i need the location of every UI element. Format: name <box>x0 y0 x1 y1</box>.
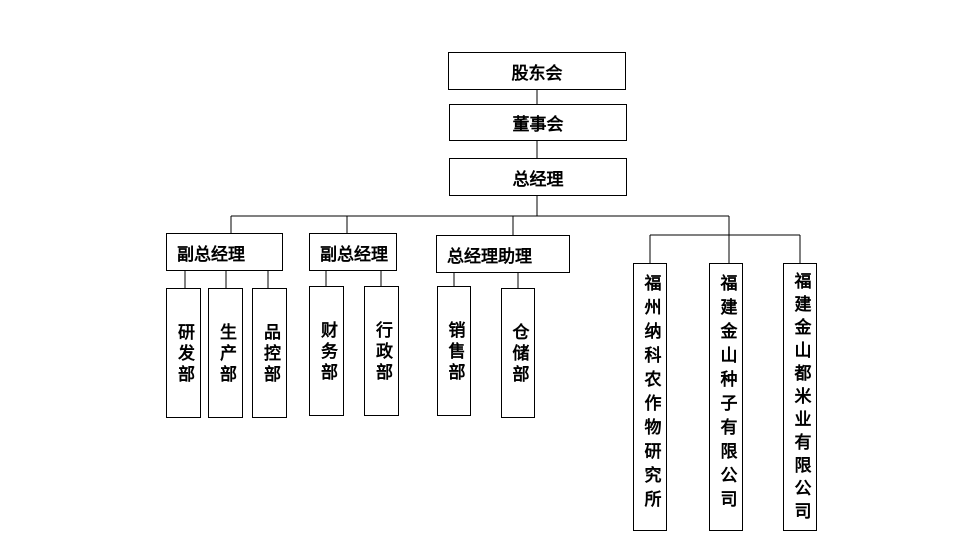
dept-warehouse-box: 仓储部 <box>501 288 535 418</box>
gm-box: 总经理 <box>449 158 627 196</box>
board-box: 董事会 <box>449 104 627 141</box>
dept-warehouse-label: 仓储部 <box>508 323 529 386</box>
vp1-label: 副总经理 <box>177 244 245 265</box>
sub-seed-box: 福建金山种子有限公司 <box>709 263 743 531</box>
vp2-label: 副总经理 <box>320 244 388 265</box>
sub-research-label: 福州纳科农作物研究所 <box>640 274 661 514</box>
dept-finance-label: 财务部 <box>317 321 337 384</box>
vp2-box: 副总经理 <box>309 233 397 271</box>
gm-assistant-box: 总经理助理 <box>436 235 570 273</box>
dept-admin-box: 行政部 <box>364 286 399 416</box>
sub-rice-box: 福建金山都米业有限公司 <box>783 263 817 531</box>
shareholders-label: 股东会 <box>511 63 563 84</box>
sub-rice-label: 福建金山都米业有限公司 <box>790 272 811 525</box>
sub-research-box: 福州纳科农作物研究所 <box>633 263 667 531</box>
dept-rd-box: 研发部 <box>166 288 201 418</box>
dept-finance-box: 财务部 <box>309 286 344 416</box>
shareholders-box: 股东会 <box>448 52 626 90</box>
dept-rd-label: 研发部 <box>174 323 194 386</box>
dept-sales-box: 销售部 <box>437 286 471 416</box>
vp1-box: 副总经理 <box>166 233 283 271</box>
board-label: 董事会 <box>512 115 564 135</box>
dept-qc-box: 品控部 <box>252 288 287 418</box>
dept-production-label: 生产部 <box>216 323 236 386</box>
dept-admin-label: 行政部 <box>372 321 392 384</box>
dept-qc-label: 品控部 <box>260 323 280 386</box>
gm-assistant-label: 总经理助理 <box>447 246 532 267</box>
dept-sales-label: 销售部 <box>444 321 465 384</box>
dept-production-box: 生产部 <box>208 288 243 418</box>
sub-seed-label: 福建金山种子有限公司 <box>716 274 737 514</box>
gm-label: 总经理 <box>512 169 564 190</box>
